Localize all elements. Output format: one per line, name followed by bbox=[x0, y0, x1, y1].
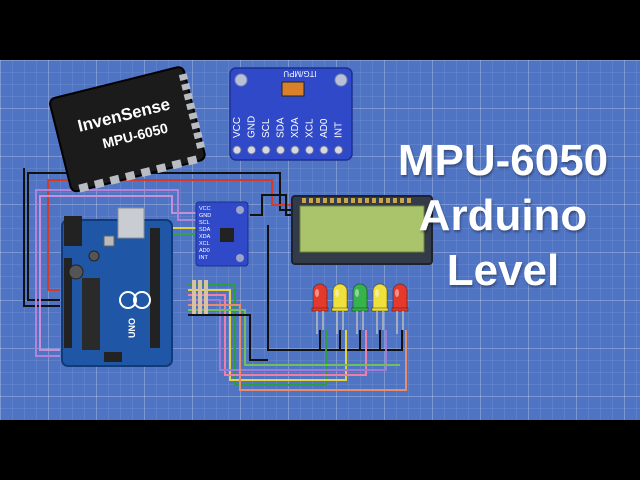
large-pin-label: SDA bbox=[276, 117, 287, 138]
chip-pad bbox=[183, 92, 193, 101]
lcd-pin bbox=[400, 198, 404, 203]
led-yellow bbox=[331, 283, 349, 334]
lcd-pin bbox=[337, 198, 341, 203]
chip-pad bbox=[181, 82, 191, 91]
lcd-pin bbox=[407, 198, 411, 203]
letterbox-bottom bbox=[0, 420, 640, 480]
lcd-pin bbox=[344, 198, 348, 203]
chip-pad bbox=[186, 102, 196, 111]
large-pin-label: XCL bbox=[305, 118, 316, 138]
chip-pad bbox=[193, 131, 203, 140]
letterbox-top bbox=[0, 0, 640, 60]
led-red bbox=[391, 283, 409, 334]
lcd-pin bbox=[309, 198, 313, 203]
lcd-pin bbox=[379, 198, 383, 203]
led-yellow bbox=[371, 283, 389, 334]
title-line-3: Level bbox=[446, 246, 560, 295]
chip-pad bbox=[187, 155, 198, 166]
small-pin-label: VCC bbox=[199, 206, 211, 212]
pin-hole bbox=[247, 145, 256, 155]
chip-pad bbox=[190, 121, 201, 130]
led-row bbox=[311, 283, 409, 334]
large-pin-label: VCC bbox=[232, 117, 243, 138]
chip-pad bbox=[78, 182, 90, 193]
large-pin-label: GND bbox=[247, 116, 258, 138]
large-pin-label: INT bbox=[334, 122, 345, 138]
pin-hole bbox=[232, 145, 242, 155]
chip-pad bbox=[124, 170, 136, 181]
large-pin-label: SCL bbox=[261, 118, 272, 138]
chip-pad bbox=[188, 112, 198, 120]
pin-hole bbox=[290, 145, 300, 155]
chip-pad bbox=[93, 178, 105, 189]
arduino-logo-icon bbox=[119, 291, 151, 309]
small-pin-label: GND bbox=[199, 213, 211, 219]
chip-pad bbox=[155, 163, 167, 174]
title-line-1: MPU-6050 bbox=[397, 136, 609, 185]
lcd-pin bbox=[316, 198, 320, 203]
chip-pad bbox=[178, 73, 189, 81]
resistor-array bbox=[192, 280, 208, 314]
arduino-uno-board: UNO bbox=[61, 207, 173, 367]
lcd-pin bbox=[302, 198, 306, 203]
lcd-pin bbox=[351, 198, 355, 203]
lcd-pin bbox=[393, 198, 397, 203]
lcd-pin bbox=[365, 198, 369, 203]
chip-pad bbox=[109, 174, 121, 185]
led-green bbox=[351, 283, 369, 334]
large-pin-label: AD0 bbox=[319, 118, 330, 138]
breakout-name: ITG/MPU bbox=[283, 69, 317, 78]
lcd-pin bbox=[323, 198, 327, 203]
arduino-board-label: UNO bbox=[127, 318, 137, 338]
invensense-chip: InvenSense MPU-6050 bbox=[49, 66, 206, 193]
small-pin-label: SCL bbox=[199, 220, 210, 226]
small-pin-label: SDA bbox=[199, 227, 211, 233]
small-pin-label: AD0 bbox=[199, 248, 210, 254]
pin-hole bbox=[261, 145, 271, 155]
pin-hole bbox=[319, 145, 329, 155]
chip-pad bbox=[195, 141, 205, 149]
small-pin-label: INT bbox=[199, 255, 209, 261]
chip-pad bbox=[140, 167, 152, 178]
chip-pad bbox=[171, 159, 183, 170]
lcd-pin bbox=[358, 198, 362, 203]
led-red bbox=[311, 283, 329, 334]
lcd-pin bbox=[372, 198, 376, 203]
title-line-2: Arduino bbox=[418, 191, 588, 240]
pin-hole bbox=[276, 145, 285, 155]
pin-hole bbox=[305, 145, 314, 155]
small-pin-label: XDA bbox=[199, 234, 211, 240]
lcd-pin bbox=[330, 198, 334, 203]
lcd-display bbox=[291, 195, 433, 265]
large-pin-label: XDA bbox=[290, 117, 301, 138]
small-pin-label: XCL bbox=[199, 241, 210, 247]
lcd-pin bbox=[386, 198, 390, 203]
pin-hole bbox=[334, 145, 343, 155]
